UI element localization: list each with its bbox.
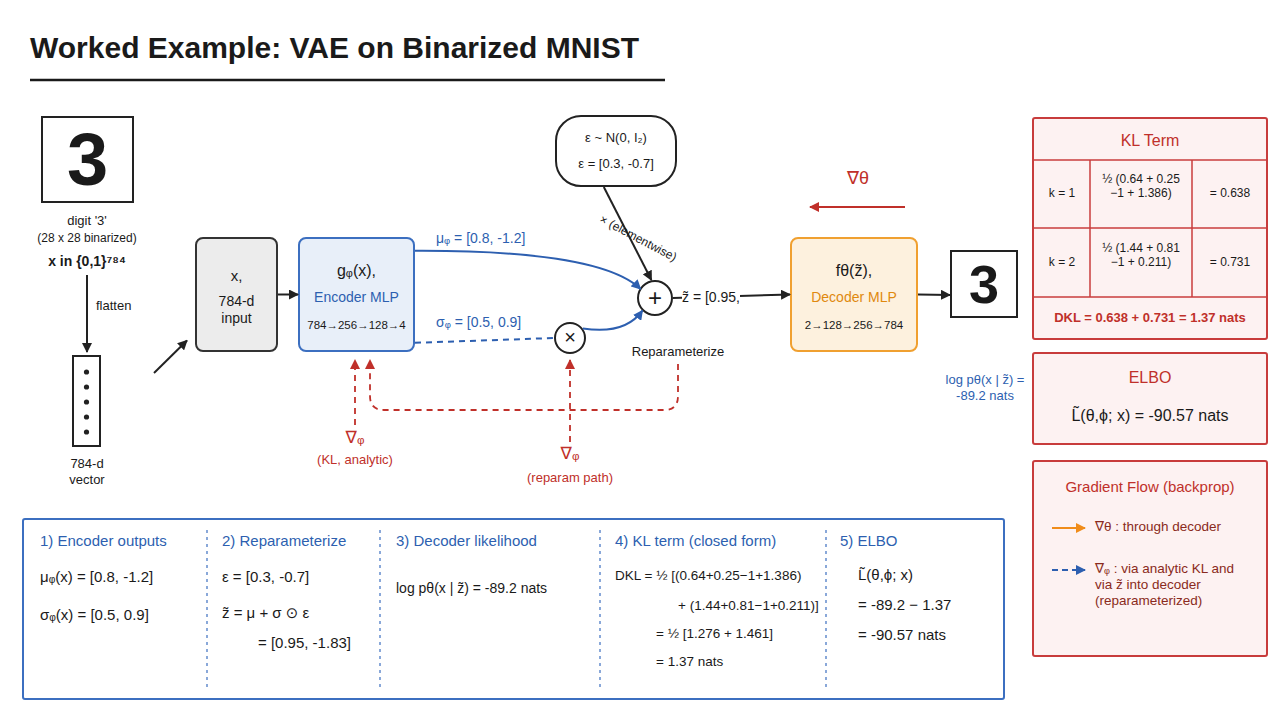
node-text: 3) Decoder likelihood [396, 532, 537, 550]
connector [86, 275, 88, 352]
node-text: z̃ = μ + σ ⊙ ε [222, 604, 309, 622]
annotation: ½ (1.44 + 0.81 −1 + 0.211) [1094, 241, 1188, 270]
steps-box: 1) Encoder outputs μᵩ(x) = [0.8, -1.2] σᵩ(… [22, 518, 1005, 700]
annotation: log pθ(x | z̃) = -89.2 nats [935, 372, 1035, 403]
vector-node: 784-d vector [58, 352, 116, 492]
edge-label: × (elementwise) [597, 212, 679, 265]
gradient-arrow [354, 360, 356, 425]
node-text: Gradient Flow (backprop) [1034, 478, 1266, 496]
node-text: = -90.57 nats [858, 626, 946, 644]
node-text: 2) Reparameterize [222, 532, 346, 550]
connector [154, 341, 187, 374]
annotation: DKL = 0.638 + 0.731 = 1.37 nats [1036, 310, 1264, 326]
annotation: ∇ᵩ [325, 428, 385, 448]
vector-dot [84, 429, 89, 434]
legend-text: ∇θ : through decoder [1095, 519, 1260, 535]
node-text: = ½ [1.276 + 1.461] [656, 626, 773, 642]
node-text: DKL = ½ [(0.64+0.25−1+1.386) [615, 568, 801, 584]
node-text: 1) Encoder outputs [40, 532, 167, 550]
connector [918, 294, 950, 296]
annotation: = 0.731 [1194, 255, 1266, 269]
node-text: + [639, 282, 671, 314]
vector-dot [84, 399, 89, 404]
node-text: gᵩ(x), [300, 261, 413, 280]
node-text: 784→256→128→4 [300, 319, 413, 333]
node-text: ε = [0.3, -0.7] [222, 568, 309, 586]
gradient-path [370, 360, 678, 410]
elbo-panel: ELBO L̃(θ,ϕ; x) = -90.57 nats [1032, 352, 1268, 445]
digit-frame [42, 117, 133, 202]
node-text: x, [197, 267, 276, 285]
node-text: L̃(θ,ϕ; x) [858, 566, 913, 584]
vector-dot [84, 384, 89, 389]
noise-box: ε ~ N(0, I₂) ε = [0.3, -0.7] [555, 115, 677, 187]
output-image: 3 [950, 250, 1018, 318]
digit-image: 3 digit '3' (28 x 28 binarized) x in {0,1}⁷… [24, 115, 150, 275]
gradient-arrow [810, 206, 905, 208]
node-text: 3 [952, 252, 1016, 316]
node-text: 4) KL term (closed form) [615, 532, 776, 550]
connector [583, 311, 643, 330]
legend-text: ∇ᵩ : via analytic KL and via z̃ into dec… [1095, 561, 1245, 610]
node-text: ELBO [1034, 368, 1266, 387]
connector [415, 251, 641, 289]
edge-label: σᵩ = [0.5, 0.9] [436, 314, 521, 331]
node-text: 784-d vector [58, 456, 116, 487]
node-text: 2→128→256→784 [792, 319, 916, 333]
annotation: ½ (0.64 + 0.25 −1 + 1.386) [1094, 172, 1188, 201]
input-box: x, 784-d input [195, 237, 278, 352]
node-text: 784-d input [206, 293, 267, 327]
node-text: ε = [0.3, -0.7] [557, 156, 675, 172]
edge-label: μᵩ = [0.8, -1.2] [436, 230, 525, 247]
node-text: (28 x 28 binarized) [24, 231, 150, 245]
multiply-circle: × [554, 322, 586, 354]
kl-panel: KL Term [1032, 117, 1268, 340]
encoder-box: gᵩ(x), Encoder MLP 784→256→128→4 [298, 237, 415, 352]
node-text: fθ(z̃), [792, 261, 916, 280]
annotation: (reparam path) [510, 470, 630, 486]
node-text: μᵩ(x) = [0.8, -1.2] [40, 568, 153, 586]
node-text: KL Term [1034, 131, 1266, 150]
annotation: ∇ᵩ [540, 444, 600, 464]
node-text: x in {0,1}⁷⁸⁴ [24, 253, 150, 270]
vector-column [73, 356, 100, 446]
connector [415, 338, 554, 343]
gradient-arrow [569, 360, 571, 442]
vector-dot [84, 414, 89, 419]
node-text: L̃(θ,ϕ; x) = -90.57 nats [1034, 406, 1266, 425]
annotation: = 0.638 [1194, 186, 1266, 200]
node-text: = -89.2 − 1.37 [858, 596, 951, 614]
edge-label: flatten [96, 298, 131, 314]
annotation: k = 2 [1034, 255, 1090, 269]
vector-dot [84, 369, 89, 374]
node-text: 3 [42, 117, 133, 202]
node-text: Encoder MLP [300, 289, 413, 306]
edge-label: z̃ = [0.95, [682, 289, 740, 306]
node-text: × [556, 324, 584, 352]
title: Worked Example: VAE on Binarized MNIST [30, 30, 639, 66]
annotation: (KL, analytic) [295, 452, 415, 468]
annotation: k = 1 [1034, 186, 1090, 200]
node-text: log pθ(x | z̃) = -89.2 nats [396, 580, 547, 597]
annotation: Reparameterize [618, 344, 738, 360]
gradient-panel: Gradient Flow (backprop) [1032, 460, 1268, 657]
decoder-box: fθ(z̃), Decoder MLP 2→128→256→784 [790, 237, 918, 352]
node-text: 5) ELBO [840, 532, 898, 550]
annotation: ∇θ [838, 168, 878, 190]
node-text: = 1.37 nats [656, 654, 723, 670]
node-text: σᵩ(x) = [0.5, 0.9] [40, 606, 149, 624]
title-underline [30, 79, 665, 82]
node-text: ε ~ N(0, I₂) [557, 130, 675, 146]
add-circle: + [637, 280, 673, 316]
node-text: = [0.95, -1.83] [258, 634, 351, 652]
connector [278, 294, 298, 296]
node-text: + (1.44+0.81−1+0.211)] [678, 598, 819, 614]
node-text: Decoder MLP [792, 289, 916, 306]
node-text: digit '3' [24, 213, 150, 229]
